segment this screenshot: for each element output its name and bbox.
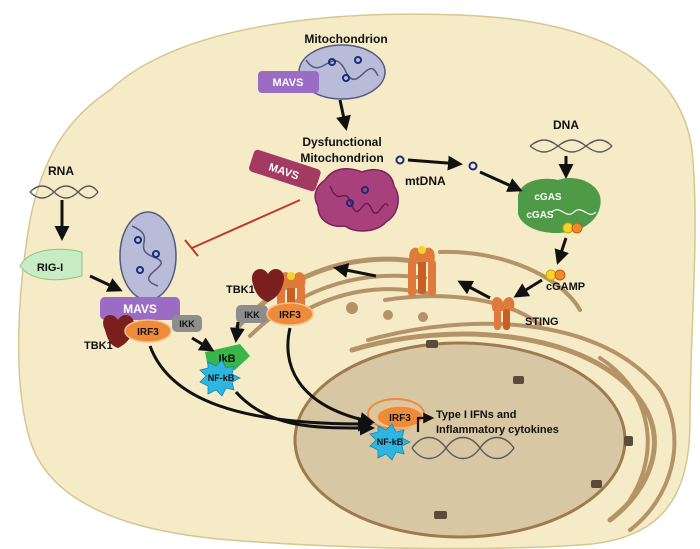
ikb-protein: [205, 344, 250, 370]
mavs-top-label: MAVS: [273, 77, 304, 89]
ikk-center-box: [236, 305, 268, 323]
ikk-left-label: IKK: [179, 319, 195, 329]
rig-i-label: RIG-I: [37, 262, 63, 274]
nfkb-nucleus-protein: [369, 423, 411, 461]
dna-helix-icon: [529, 139, 613, 153]
dna-label: DNA: [553, 118, 579, 132]
ikk-center-label: IKK: [244, 310, 260, 320]
arrow-nfkb-to-nucleus: [234, 390, 375, 436]
dysfunctional-label-line1: Dysfunctional: [302, 135, 381, 149]
sting-protein: [491, 296, 515, 330]
arrow-cgamp-to-sting: [513, 278, 543, 298]
arrow-mito-to-dysfunctional: [336, 99, 351, 131]
tbk1-center-protein: [251, 269, 285, 302]
rna-helix-icon: [29, 185, 99, 199]
arrow-ikk-to-ikb: [191, 336, 215, 352]
mavs-left-label: MAVS: [123, 302, 157, 316]
arrow-tbk1-ikk-to-ikb: [229, 321, 245, 343]
mavs-left-box: [100, 297, 180, 320]
nuclear-pores: [426, 340, 633, 519]
nfkb-nucleus-label: NF-kB: [377, 437, 404, 447]
tbk1-center-label: TBK1: [226, 284, 255, 296]
tbk1-left-protein: [103, 315, 135, 348]
cgas-dna-helix-icon: [551, 209, 597, 215]
cgas-label-2: cGAS: [526, 210, 554, 221]
output-label-line2: Inflammatory cytokines: [436, 424, 559, 436]
sting-label: STING: [525, 316, 559, 328]
nucleus: [293, 341, 627, 539]
mitochondrion-top-icon: [298, 44, 386, 100]
tbk1-left-label: TBK1: [84, 340, 113, 352]
irf3-nucleus-label: IRF3: [389, 413, 411, 424]
mtdna-circle-released: [395, 155, 405, 165]
er-vesicles: [346, 302, 428, 322]
mavs-dysfunctional-box: [249, 149, 321, 192]
cgas-product-dots: [562, 222, 583, 234]
mitochondrion-label: Mitochondrion: [304, 32, 387, 46]
mavs-top-box: [258, 71, 319, 93]
irf3-left-label: IRF3: [137, 327, 159, 338]
mtdna-label: mtDNA: [405, 174, 446, 188]
dysfunctional-label-line2: Mitochondrion: [300, 151, 383, 165]
transcription-start-arrow-icon: [416, 412, 435, 432]
arrow-cgas-to-cgamp: [554, 237, 569, 265]
arrow-rigi-to-mavs: [89, 274, 123, 292]
irf3-center-protein: [266, 302, 314, 326]
cgamp-label: cGAMP: [546, 281, 585, 293]
ikk-left-box: [172, 315, 202, 332]
pathway-arrows: [54, 99, 574, 436]
nfkb-cyto-protein: [199, 359, 241, 397]
cgamp-icon: [545, 269, 566, 281]
mitochondrion-left-icon: [119, 211, 177, 301]
dysfunctional-mitochondrion-icon: [314, 168, 399, 232]
irf3-center-label: IRF3: [279, 310, 301, 321]
nfkb-cyto-label: NF-kB: [208, 373, 235, 383]
nuclear-dna-helix-icon: [411, 436, 515, 460]
mtdna-circle: [468, 161, 478, 171]
arrow-irf3-left-to-nucleus: [148, 345, 373, 432]
arrow-golgi-to-tbk1: [333, 262, 377, 278]
rna-label: RNA: [48, 164, 74, 178]
rig-i-protein: [19, 248, 83, 281]
arrow-to-mtdna: [407, 155, 463, 171]
sting-cluster-golgi: [408, 246, 436, 296]
output-label-line1: Type I IFNs and: [436, 409, 516, 421]
arrow-mtdna-to-cgas: [479, 170, 523, 192]
inhibition-icon: [184, 199, 301, 257]
irf3-left-protein: [124, 319, 172, 343]
arrow-irf3-center-to-nucleus: [286, 327, 375, 427]
arrow-sting-to-golgi: [457, 280, 491, 300]
cgas-enzyme: [518, 177, 601, 234]
cgas-label-1: cGAS: [534, 192, 562, 203]
